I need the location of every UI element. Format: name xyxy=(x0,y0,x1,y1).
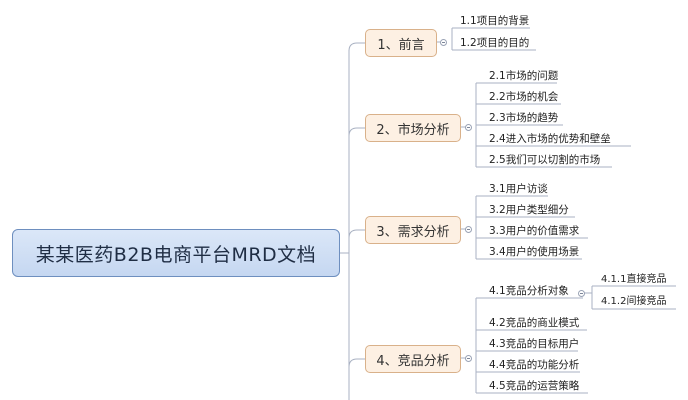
topic-connector xyxy=(348,229,365,239)
subtopic-indirect-competitors[interactable]: 4.1.2间接竞品 xyxy=(601,295,666,309)
subtopic-label: 4.3竞品的目标用户 xyxy=(489,338,580,350)
subtopic-label: 3.1用户访谈 xyxy=(489,183,548,195)
collapse-toggle-icon[interactable] xyxy=(578,290,585,297)
subtopic-label: 3.2用户类型细分 xyxy=(489,204,569,216)
subtopic-market-opportunities[interactable]: 2.2市场的机会 xyxy=(489,90,558,104)
topic-preface[interactable]: 1、前言 xyxy=(365,29,437,57)
subtopic-competitor-operations[interactable]: 4.5竞品的运营策略 xyxy=(489,379,579,393)
subtopic-label: 2.4进入市场的优势和壁垒 xyxy=(489,133,611,145)
topic-label: 2、市场分析 xyxy=(376,122,450,138)
subtopic-label: 2.1市场的问题 xyxy=(489,70,559,82)
subtopic-label: 4.4竞品的功能分析 xyxy=(489,359,580,371)
collapse-toggle-icon[interactable] xyxy=(440,39,447,46)
subtopic-competitor-business-model[interactable]: 4.2竞品的商业模式 xyxy=(489,316,579,330)
subtopic-market-problems[interactable]: 2.1市场的问题 xyxy=(489,69,558,83)
topic-label: 1、前言 xyxy=(377,37,425,53)
subtopic-purpose[interactable]: 1.2项目的目的 xyxy=(460,36,529,50)
topic-label: 4、竞品分析 xyxy=(376,353,450,369)
subtopic-label: 1.1项目的背景 xyxy=(460,15,530,27)
subtopic-label: 1.2项目的目的 xyxy=(460,37,530,49)
topic-connector xyxy=(348,358,365,368)
subtopic-user-scenarios[interactable]: 3.4用户的使用场景 xyxy=(489,245,579,259)
root-topic-label: 某某医药B2B电商平台MRD文档 xyxy=(35,243,317,266)
subtopic-label: 2.5我们可以切割的市场 xyxy=(489,154,601,166)
topic-competitor-analysis[interactable]: 4、竞品分析 xyxy=(365,345,461,373)
topic-label: 3、需求分析 xyxy=(376,224,450,240)
collapse-toggle-icon[interactable] xyxy=(465,226,472,233)
subtopic-label: 4.1.2间接竞品 xyxy=(601,296,667,307)
topic-connector xyxy=(348,127,365,137)
subtopic-market-segments[interactable]: 2.5我们可以切割的市场 xyxy=(489,153,600,167)
subtopic-label: 4.2竞品的商业模式 xyxy=(489,317,580,329)
subtopic-label: 4.5竞品的运营策略 xyxy=(489,380,580,392)
topic-connector xyxy=(348,42,365,52)
subtopic-label: 3.4用户的使用场景 xyxy=(489,246,580,258)
subtopic-label: 4.1竞品分析对象 xyxy=(489,285,569,297)
topic-market-analysis[interactable]: 2、市场分析 xyxy=(365,114,461,142)
subtopic-user-value-needs[interactable]: 3.3用户的价值需求 xyxy=(489,224,579,238)
root-topic[interactable]: 某某医药B2B电商平台MRD文档 xyxy=(12,229,340,277)
subtopic-label: 4.1.1直接竞品 xyxy=(601,274,667,285)
subtopic-market-advantages-barriers[interactable]: 2.4进入市场的优势和壁垒 xyxy=(489,132,611,146)
subtopic-user-segmentation[interactable]: 3.2用户类型细分 xyxy=(489,203,569,217)
subtopic-direct-competitors[interactable]: 4.1.1直接竞品 xyxy=(601,273,666,287)
collapse-toggle-icon[interactable] xyxy=(465,124,472,131)
subtopic-market-trends[interactable]: 2.3市场的趋势 xyxy=(489,111,558,125)
subtopic-user-interviews[interactable]: 3.1用户访谈 xyxy=(489,182,548,196)
subtopic-competitor-target-users[interactable]: 4.3竞品的目标用户 xyxy=(489,337,579,351)
subtopic-competitor-targets[interactable]: 4.1竞品分析对象 xyxy=(489,284,569,298)
subtopic-label: 2.3市场的趋势 xyxy=(489,112,559,124)
subtopic-label: 3.3用户的价值需求 xyxy=(489,225,580,237)
subtopic-background[interactable]: 1.1项目的背景 xyxy=(460,14,529,28)
topic-requirements-analysis[interactable]: 3、需求分析 xyxy=(365,216,461,244)
subtopic-label: 2.2市场的机会 xyxy=(489,91,559,103)
collapse-toggle-icon[interactable] xyxy=(465,355,472,362)
subtopic-competitor-features[interactable]: 4.4竞品的功能分析 xyxy=(489,358,579,372)
